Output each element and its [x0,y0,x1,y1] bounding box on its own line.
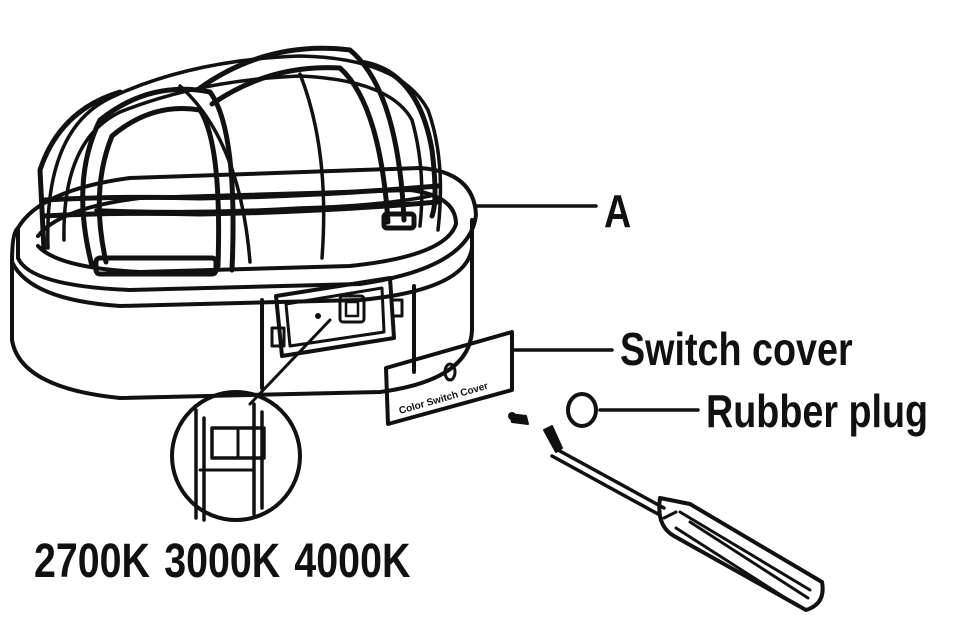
switch-compartment [270,276,404,358]
rubber-plug [566,392,598,428]
screwdriver [543,425,825,612]
switch-cover-plate: Color Switch Cover [384,330,514,426]
switch-cover-label: Switch cover [620,323,853,375]
wire-cage [37,45,441,277]
switch-detail-callout [170,318,332,522]
part-a-label: A [604,185,632,237]
screw [508,412,529,425]
leader-lines [474,204,700,412]
rubber-plug-label: Rubber plug [706,385,929,437]
color-temperature-label: 2700K 3000K 4000K [34,535,411,588]
